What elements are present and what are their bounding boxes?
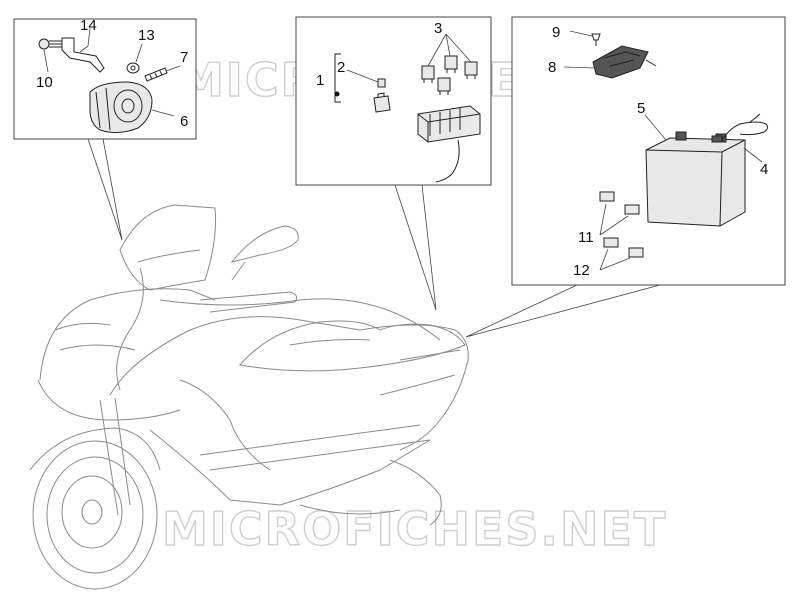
front-wheel [32,440,158,590]
handlebar [199,291,298,313]
cable-4-icon [721,121,769,141]
callout-12: 12 [573,262,590,279]
callout-14: 14 [80,17,97,34]
callout-6: 6 [180,113,188,130]
horn-6-icon [89,81,153,134]
fuse-relay-parts [334,53,481,183]
pads-11-icon [599,191,640,215]
horn-callout-lines [43,27,181,117]
battery-parts [591,33,769,258]
leader-battery-to-scooter [465,284,661,338]
leader-horn-to-scooter [87,138,123,241]
callout-10: 10 [36,74,53,91]
callout-8: 8 [548,59,556,76]
callout-4: 4 [760,161,768,178]
callout-5: 5 [637,100,645,117]
brake-disc [61,475,123,549]
screw-7-icon [144,67,168,82]
battery-5-icon [645,131,746,227]
callout-9: 9 [552,24,560,41]
washer-13-icon [126,62,140,74]
callout-1-dot [334,91,340,97]
bracket-8-icon [592,45,657,79]
fuse-1-icon [373,95,391,113]
fuse-2-icon [377,78,386,88]
watermark-bottom: MICROFICHES.NET [162,502,667,556]
windshield [119,204,217,291]
callout-13: 13 [138,27,155,44]
fuse-relay-panel [295,16,492,186]
fuse-box-icon [417,105,481,183]
callout-2: 2 [337,59,345,76]
callout-1: 1 [316,72,324,89]
horn-parts [38,37,168,134]
battery-callout-lines [563,30,763,271]
scooter-outline [29,204,469,590]
relays-3-icon [421,55,478,95]
screw-9-icon [591,33,601,46]
fuse-callout-lines [346,33,472,83]
callout-7: 7 [180,49,188,66]
bolt-10-icon [38,38,50,50]
callout-3: 3 [434,20,442,37]
leader-fuses-to-scooter [394,184,437,311]
pads-12-icon [603,237,644,258]
callout-11: 11 [578,229,594,246]
bracket-14-icon [61,37,105,73]
mirror [230,225,299,263]
